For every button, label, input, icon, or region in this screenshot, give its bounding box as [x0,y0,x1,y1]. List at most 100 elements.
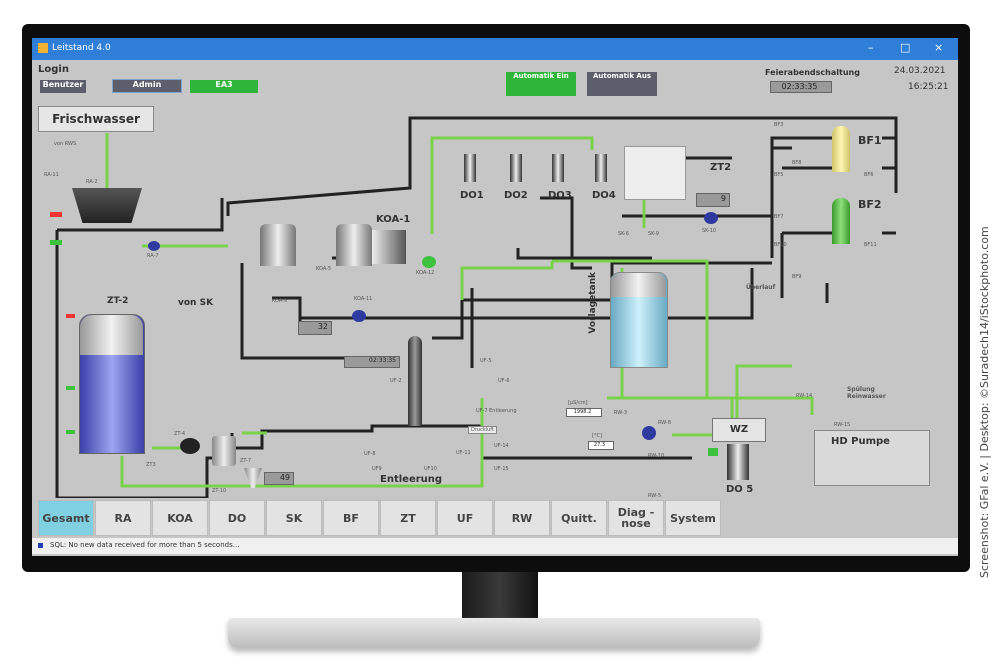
zt7-label: ZT-7 [240,458,252,464]
zt2-label: ZT-2 [107,296,129,306]
admin-button[interactable]: Admin [112,79,182,93]
alarm-indicator [66,314,75,318]
bf2-label: BF2 [858,198,882,211]
sk-sedimentation-unit[interactable] [624,146,686,200]
zt2-arrow-label: ZT2 [710,162,732,173]
koa-tank-1[interactable] [260,224,296,266]
rw5-label: RW-5 [648,493,661,499]
tab-rw[interactable]: RW [494,500,550,536]
pump-koa11-icon[interactable] [352,310,366,322]
hopper-tank[interactable] [72,188,142,223]
koa12-label: KOA-12 [416,270,435,276]
bf8-label: BF8 [792,160,802,166]
bf3-label: BF3 [774,122,784,128]
feierabend-label: Feierabendschaltung [765,68,860,77]
rw15-label: RW-15 [834,422,851,428]
tab-gesamt[interactable]: Gesamt [38,500,94,536]
tab-sk[interactable]: SK [266,500,322,536]
tab-bf[interactable]: BF [323,500,379,536]
koa9-label: KOA-9 [272,298,288,304]
sk10-label: SK-10 [702,228,717,234]
do3-label: DO3 [548,190,572,201]
rw10-label: RW-10 [648,453,665,459]
tab-system[interactable]: System [665,500,721,536]
koa-unit[interactable] [372,230,406,264]
automatik-aus-button[interactable]: Automatik Aus [587,72,657,96]
uf7-label: UF-7 Entleerung [476,408,517,414]
time-display: 16:25:21 [908,82,949,92]
koa-tank-2[interactable] [336,224,372,266]
do2-filter[interactable] [510,154,522,182]
tab-koa[interactable]: KOA [152,500,208,536]
pump-sk10-icon[interactable] [704,212,718,224]
automatik-ein-button[interactable]: Automatik Ein [506,72,576,96]
uf-timer[interactable]: 02:33:35 [344,356,400,368]
uf6-label: UF-6 [498,378,510,384]
tab-zt[interactable]: ZT [380,500,436,536]
do5-label: DO 5 [726,484,754,495]
status-bar: SQL: No new data received for more than … [32,538,958,554]
tab-uf[interactable]: UF [437,500,493,536]
title-bar: Leitstand 4.0 – □ × [32,38,958,60]
do4-filter[interactable] [595,154,607,182]
ra7-label: RA-7 [147,253,159,259]
maximize-button[interactable]: □ [900,41,911,54]
sk-value[interactable]: 9 [696,193,730,207]
ea-button[interactable]: EA3 [190,80,258,93]
do5-indicator [708,448,718,456]
pump-koa12-icon[interactable] [422,256,436,268]
frischwasser-box[interactable]: Frischwasser [38,106,154,132]
window-title: Leitstand 4.0 [52,43,111,53]
spuelung-label: Spülung Reinwasser [847,386,886,400]
pump-ra7-icon[interactable] [148,241,160,251]
hd-pumpe-box[interactable]: HD Pumpe [814,430,930,486]
monitor-stand-base [228,618,760,648]
vorlagetank-label: Vorlagetank [588,272,598,334]
bf7-label: BF7 [774,214,784,220]
ueberlauf-label: Überlauf [746,284,776,291]
minimize-button[interactable]: – [868,41,874,54]
von-rws-label: von RWS [54,141,77,147]
rw14-label: RW-14 [796,393,813,399]
uf2-label: UF-2 [390,378,402,384]
bf2-filter-tank[interactable] [832,198,850,244]
do3-filter[interactable] [552,154,564,182]
sk6-label: SK-6 [618,231,629,237]
do5-filter[interactable] [727,444,749,480]
ra11-label: RA-11 [44,172,59,178]
photo-credit: Screenshot: GFal e.V. | Desktop: ©Surade… [978,226,991,578]
uf11-label: UF-11 [456,450,471,456]
ra2-label: RA-2 [86,179,98,185]
koa-value[interactable]: 32 [298,321,332,335]
zt-value[interactable]: 49 [264,472,294,485]
bf11-label: BF11 [864,242,877,248]
uf8-label: UF-8 [364,451,376,457]
alarm-indicator [50,212,62,217]
tab-do[interactable]: DO [209,500,265,536]
do1-filter[interactable] [464,154,476,182]
user-button[interactable]: Benutzer [40,80,86,93]
wz-box[interactable]: WZ [712,418,766,442]
status-message: SQL: No new data received for more than … [50,541,240,549]
feierabend-timer[interactable]: 02:33:35 [770,81,832,93]
uf-membrane-column[interactable] [408,336,422,426]
pump-zt4-icon[interactable] [180,438,200,454]
druckluft-label[interactable]: Druckluft [468,426,497,434]
bf1-filter-tank[interactable] [832,126,850,172]
close-button[interactable]: × [934,41,944,54]
tab-ra[interactable]: RA [95,500,151,536]
bf1-label: BF1 [858,134,882,147]
pump-rw8-icon[interactable] [642,426,656,440]
app-icon [38,43,48,53]
bf6-label: BF6 [864,172,874,178]
conductivity-value: 1998.2 [566,408,602,417]
tab-quitt[interactable]: Quitt. [551,500,607,536]
uf14-label: UF-14 [494,443,509,449]
status-icon [38,543,43,548]
sk9-label: SK-9 [648,231,659,237]
uf5-label: UF-5 [480,358,492,364]
tab-diagnose[interactable]: Diag -nose [608,500,664,536]
rw8-label: RW-8 [658,420,671,426]
do4-label: DO4 [592,190,616,201]
